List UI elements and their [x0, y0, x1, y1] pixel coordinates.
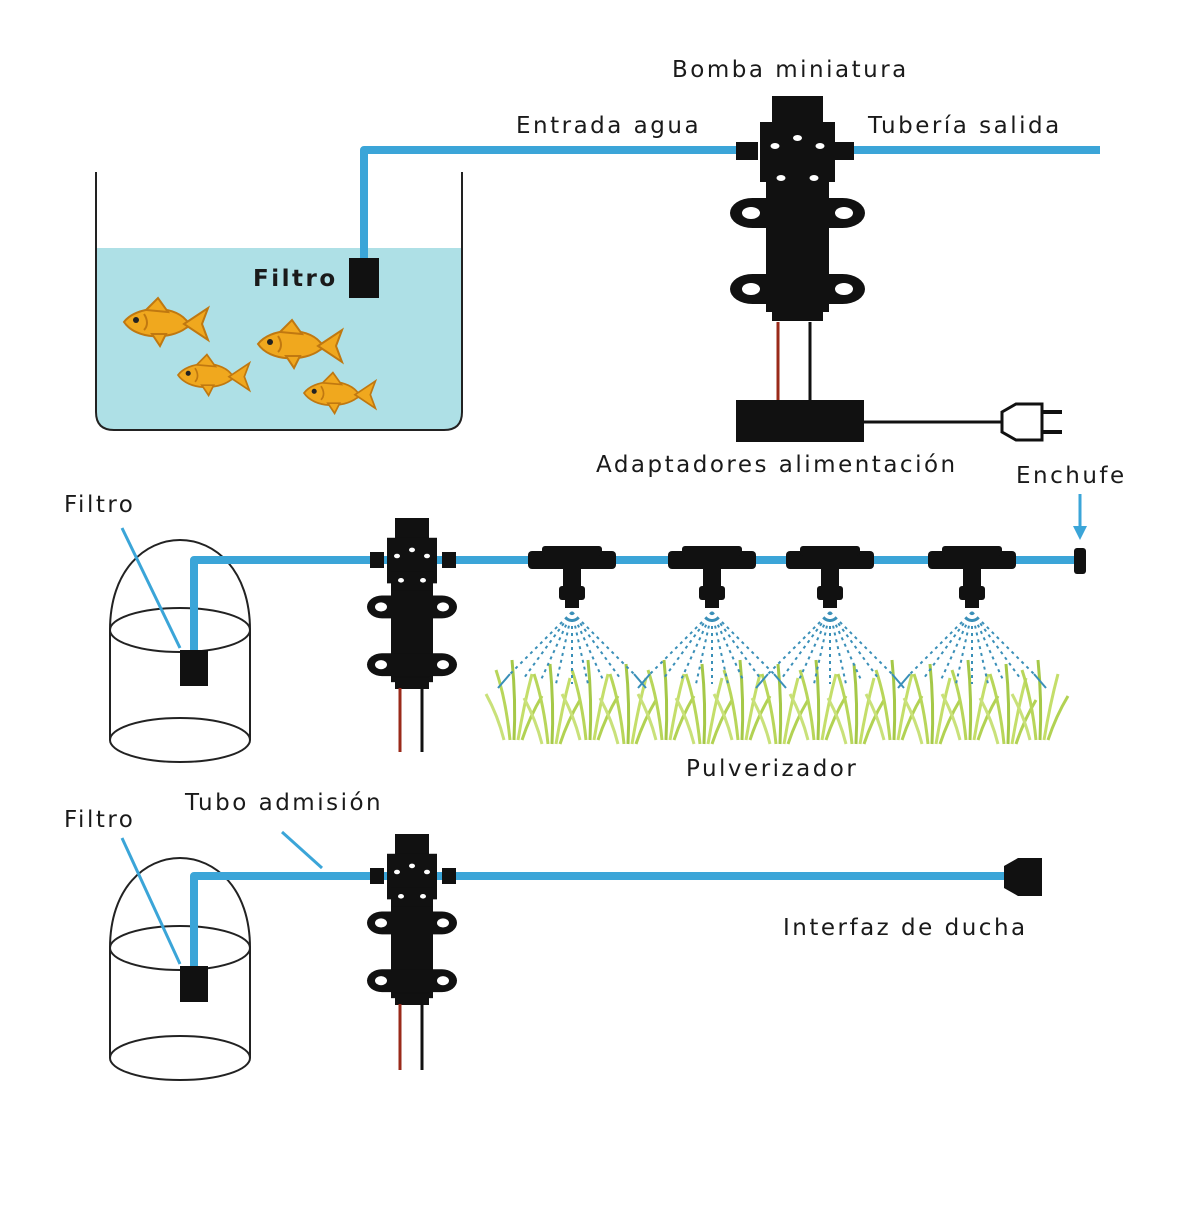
label-filtro-2: Filtro [64, 492, 136, 518]
power-plug-icon [1000, 402, 1062, 442]
label-filtro-3: Filtro [64, 807, 136, 833]
filter-icon [349, 258, 379, 298]
grass-row [484, 658, 1070, 746]
intake-pipe [360, 146, 740, 258]
label-enchufe: Enchufe [1016, 463, 1127, 489]
label-filtro-tank: Filtro [253, 266, 338, 292]
end-cap-icon [1074, 548, 1086, 574]
label-tubo-admision: Tubo admisión [185, 790, 384, 816]
label-pulverizador: Pulverizador [686, 756, 859, 782]
label-adaptadores: Adaptadores alimentación [596, 452, 958, 478]
filter-pointer [120, 527, 182, 649]
diaphragm-pump-icon [367, 834, 457, 1070]
power-wires [776, 322, 812, 402]
shower-interface-icon [1004, 858, 1042, 896]
label-interfaz-ducha: Interfaz de ducha [783, 915, 1028, 941]
filter-icon [180, 650, 208, 686]
filter-icon [180, 966, 208, 1002]
label-entrada-agua: Entrada agua [516, 113, 702, 139]
sprayer-line-pipe [190, 556, 1076, 654]
diaphragm-pump-icon [367, 518, 457, 752]
filter-pointer [120, 837, 182, 965]
spray-pattern [497, 611, 1047, 689]
aquarium-tank [95, 172, 463, 431]
intake-tube [190, 872, 1008, 970]
label-tuberia-salida: Tubería salida [868, 113, 1062, 139]
enchufe-pointer-arrow [1073, 494, 1087, 540]
power-adapter-icon [736, 400, 864, 442]
intake-tube-pointer [280, 830, 324, 870]
spray-nozzle-icon [528, 546, 1016, 608]
label-bomba-miniatura: Bomba miniatura [672, 57, 909, 83]
diaphragm-pump-icon [730, 96, 865, 321]
